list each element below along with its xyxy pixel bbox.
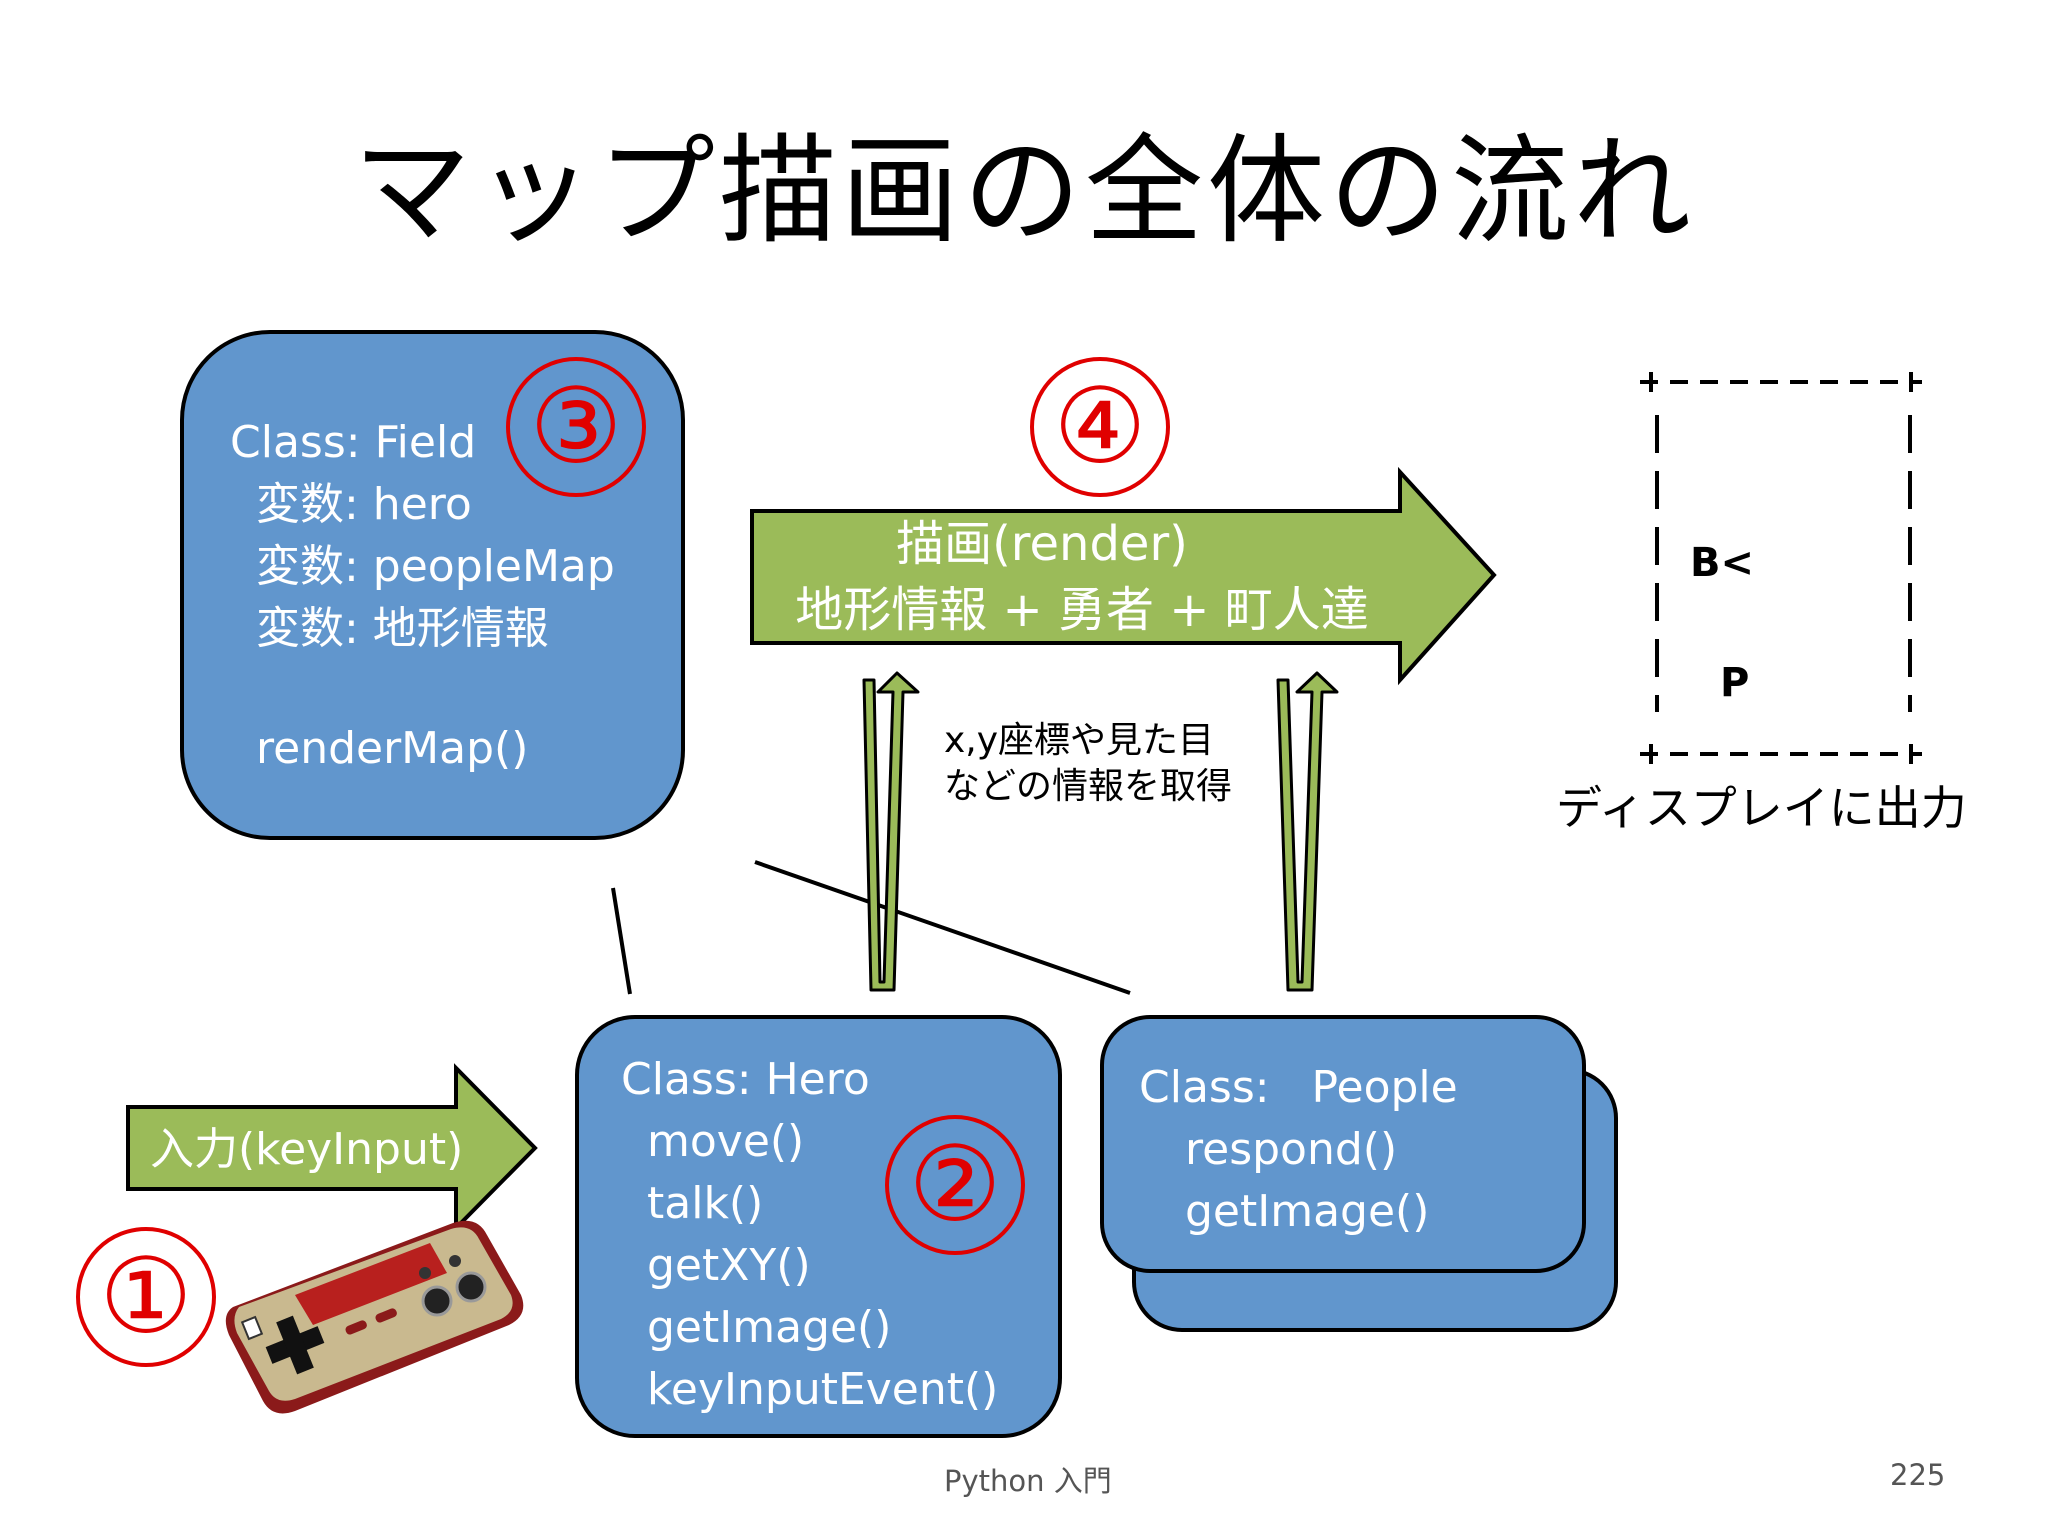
- people-class-box: Class: People respond() getImage(): [1100, 1015, 1586, 1273]
- render-arrow: [750, 466, 1497, 686]
- step-1-marker: ①: [76, 1227, 216, 1367]
- hero-method-getxy: getXY(): [647, 1240, 811, 1291]
- field-hero-connector: [611, 887, 632, 995]
- render-arrow-label-1: 描画(render): [896, 516, 1188, 572]
- display-frame: [1640, 372, 1922, 764]
- game-controller-icon: [225, 1220, 524, 1414]
- hero-method-move: move(): [647, 1116, 805, 1167]
- people-method-respond: respond(): [1185, 1124, 1398, 1175]
- page-number: 225: [1890, 1458, 1946, 1492]
- people-method-getimage: getImage(): [1185, 1186, 1430, 1237]
- slide-title: マップ描画の全体の流れ: [352, 122, 1695, 260]
- coord-note-line-1: x,y座標や見た目: [944, 720, 1215, 761]
- display-caption: ディスプレイに出力: [1556, 781, 1967, 835]
- footer-text: Python 入門: [944, 1464, 1112, 1498]
- hero-method-keyinputevent: keyInputEvent(): [647, 1364, 999, 1415]
- field-var-peoplemap: 変数: peopleMap: [256, 541, 615, 592]
- hero-class-box: Class: Hero move() talk() getXY() getIma…: [575, 1015, 1062, 1438]
- step-4-marker: ④: [1030, 357, 1170, 497]
- display-hero-symbol: B<: [1690, 540, 1755, 586]
- coord-note-line-2: などの情報を取得: [944, 766, 1233, 807]
- people-class-name: Class: People: [1139, 1062, 1458, 1113]
- field-var-terrain: 変数: 地形情報: [256, 603, 549, 654]
- hero-class-name: Class: Hero: [621, 1054, 870, 1105]
- people-data-u-arrow: [1276, 671, 1339, 992]
- step-3-marker: ③: [506, 357, 646, 497]
- input-arrow: [126, 1063, 538, 1233]
- display-person-symbol: P: [1720, 660, 1750, 706]
- field-var-hero: 変数: hero: [256, 479, 472, 530]
- hero-method-talk: talk(): [647, 1178, 764, 1229]
- input-arrow-label: 入力(keyInput): [150, 1124, 464, 1175]
- hero-method-getimage: getImage(): [647, 1302, 892, 1353]
- render-arrow-label-2: 地形情報 + 勇者 + 町人達: [795, 582, 1369, 638]
- field-people-connector: [754, 860, 1131, 995]
- field-class-name: Class: Field: [230, 417, 477, 468]
- step-2-marker: ②: [885, 1115, 1025, 1255]
- hero-data-u-arrow: [862, 671, 920, 992]
- field-method-rendermap: renderMap(): [256, 723, 529, 774]
